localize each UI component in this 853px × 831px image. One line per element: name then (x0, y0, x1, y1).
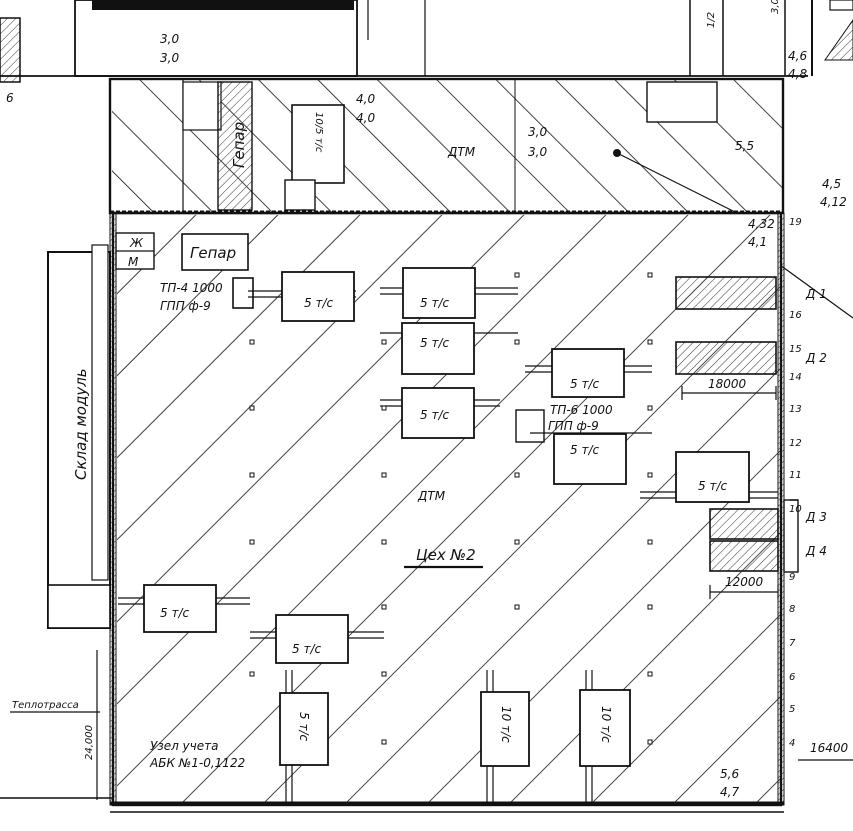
crane-label: 5 т/с (160, 606, 189, 620)
axis-number: 8 (789, 604, 795, 615)
left-edge-number: 6 (6, 91, 14, 105)
gates (675, 264, 853, 573)
axis-number: 7 (789, 638, 796, 649)
elev-30-top2: 3,0 (160, 51, 179, 65)
crane-label: 10 т/с (499, 706, 513, 743)
elev-56: 5,6 (720, 767, 739, 781)
warehouse-module (47, 244, 111, 629)
elev-432: 4,32 (748, 217, 775, 231)
crane-label: 5 т/с (420, 408, 449, 422)
cranes (118, 267, 778, 803)
gate-4: Д 4 (805, 544, 827, 558)
crane-label: 5 т/с (292, 642, 321, 656)
crane-label: 10/5 т/с (313, 112, 324, 153)
tp6-label: ТП-6 1000 (550, 403, 613, 417)
elev-55: 5,5 (735, 139, 754, 153)
top-right-30: 3,0 (770, 0, 781, 14)
elev-30-top: 3,0 (160, 32, 179, 46)
dim-24000: 24,000 (84, 725, 95, 760)
crane-label: 5 т/с (420, 296, 449, 310)
heat-pipe-label: Теплотрасса (12, 700, 79, 711)
zone-label: ДТМ (417, 489, 446, 503)
elev-40b: 4,0 (356, 111, 375, 125)
axis-number: 14 (789, 372, 802, 383)
crane-label: 10 т/с (599, 706, 613, 743)
meter-node-label: Узел учета (150, 739, 218, 753)
axis-number: 4 (789, 738, 795, 749)
axis-number: 9 (789, 572, 795, 583)
dim-16400: 16400 (810, 741, 849, 755)
upper-bay (108, 77, 785, 215)
axis-numbers: 19 16 15 14 13 12 11 10 9 8 7 6 5 4 (789, 217, 802, 749)
crane-label: 5 т/с (304, 296, 333, 310)
warehouse-label: Склад модуль (72, 368, 90, 480)
dimension-lines (10, 386, 853, 800)
axis-number: 6 (789, 672, 795, 683)
elev-45: 4,5 (822, 177, 841, 191)
top-strip (0, 0, 853, 83)
crane-label: 5 т/с (297, 712, 311, 741)
crane-label: 5 т/с (420, 336, 449, 350)
top-mid-12: 1/2 (706, 12, 717, 28)
main-hall (0, 211, 785, 813)
crane-label: 5 т/с (698, 479, 727, 493)
gepar-box: Гепар (190, 244, 236, 262)
elev-30-mid2: 3,0 (528, 145, 547, 159)
gepar-vertical: Гепар (230, 122, 248, 168)
crane-label: 5 т/с (570, 377, 599, 391)
wc-bottom: М (128, 255, 139, 269)
elev-40: 4,0 (356, 92, 375, 106)
wc-top: Ж (129, 236, 144, 250)
column-marks (249, 272, 653, 745)
elev-46: 4,6 (788, 49, 807, 63)
elev-412: 4,12 (820, 195, 847, 209)
grp9-left-label: ГПП ф-9 (160, 299, 211, 313)
axis-number: 5 (789, 704, 795, 715)
gate-3: Д 3 (805, 510, 827, 524)
axis-number: 11 (789, 470, 802, 481)
axis-number: 19 (789, 217, 802, 228)
elev-41: 4,1 (748, 235, 767, 249)
dim-12000: 12000 (725, 575, 764, 589)
workshop-title: Цех №2 (416, 546, 476, 564)
axis-number: 13 (789, 404, 802, 415)
grp9-right-label: ГПП ф-9 (548, 419, 599, 433)
elev-30-mid: 3,0 (528, 125, 547, 139)
dim-18000: 18000 (708, 377, 747, 391)
tp4-label: ТП-4 1000 (160, 281, 223, 295)
gate-2: Д 2 (805, 351, 827, 365)
axis-number: 15 (789, 344, 802, 355)
upper-zone-label: ДТМ (447, 145, 476, 159)
axis-number: 10 (789, 504, 802, 515)
axis-number: 12 (789, 438, 802, 449)
meter-node-sub: АБК №1-0,1122 (149, 756, 245, 770)
crane-label: 5 т/с (570, 443, 599, 457)
gate-1: Д 1 (805, 287, 827, 301)
axis-number: 16 (789, 310, 802, 321)
elev-48: 4,8 (788, 67, 807, 81)
elev-47: 4,7 (720, 785, 739, 799)
service-boxes (115, 232, 545, 443)
